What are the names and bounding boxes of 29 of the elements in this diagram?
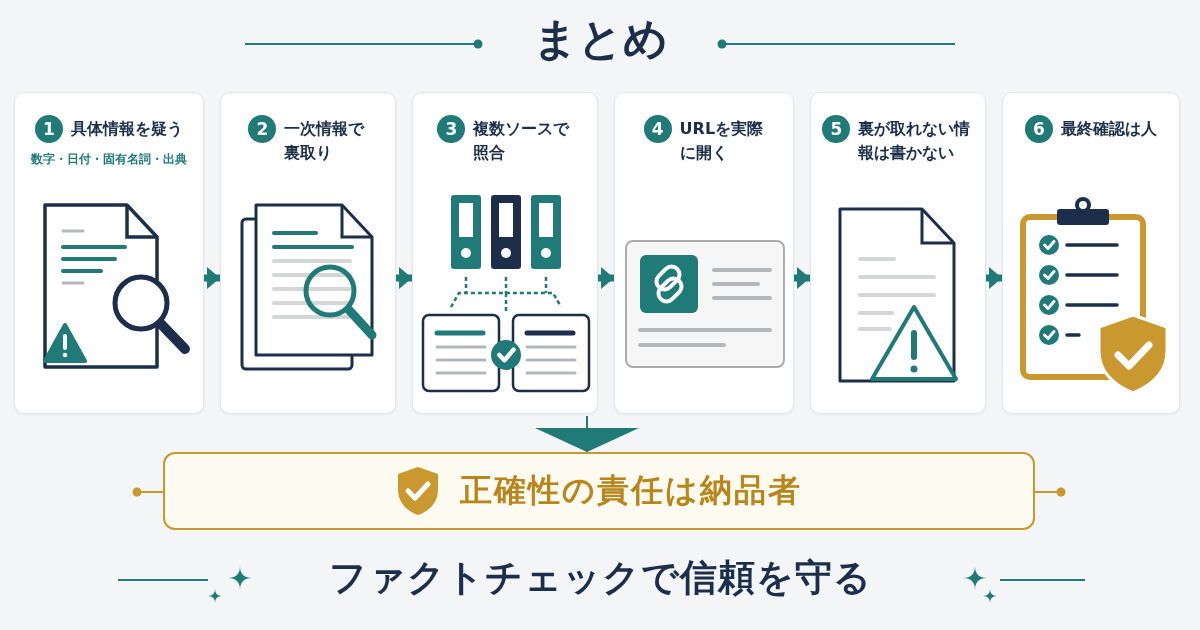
conclusion-box (163, 452, 1035, 530)
title: まとめ (531, 12, 669, 66)
step-detail: 数字・日付・固有名詞・出典 (30, 151, 188, 168)
step-card (1002, 92, 1180, 414)
step-title: URLを実際に開く (679, 118, 765, 164)
conclusion-text: 正確性の責任は納品者 (460, 470, 802, 511)
step-title: 具体情報を疑う (71, 118, 183, 140)
step-card (810, 92, 986, 414)
step-number: 1 (35, 115, 63, 143)
arrow (598, 267, 614, 289)
step-card (14, 92, 204, 414)
arrow (204, 267, 220, 289)
arrow (986, 267, 1002, 289)
step-card (220, 92, 396, 414)
step-number: 3 (437, 115, 466, 143)
step-title: 最終確認は人 (1061, 118, 1157, 140)
caption: ファクトチェックで信頼を守る (327, 555, 873, 601)
step-title: 裏が取れない情報は書かない (858, 118, 972, 164)
step-number: 4 (643, 115, 672, 143)
step-number: 5 (822, 115, 851, 143)
step-title: 一次情報で裏取り (284, 118, 366, 164)
arrow (794, 267, 810, 289)
step-title: 複数ソースで照合 (473, 118, 571, 164)
step-number: 2 (248, 115, 277, 143)
chevron-arrow (535, 415, 639, 453)
step-number: 6 (1025, 115, 1053, 143)
step-card (412, 92, 598, 414)
arrow (396, 267, 412, 289)
step-card (614, 92, 794, 414)
